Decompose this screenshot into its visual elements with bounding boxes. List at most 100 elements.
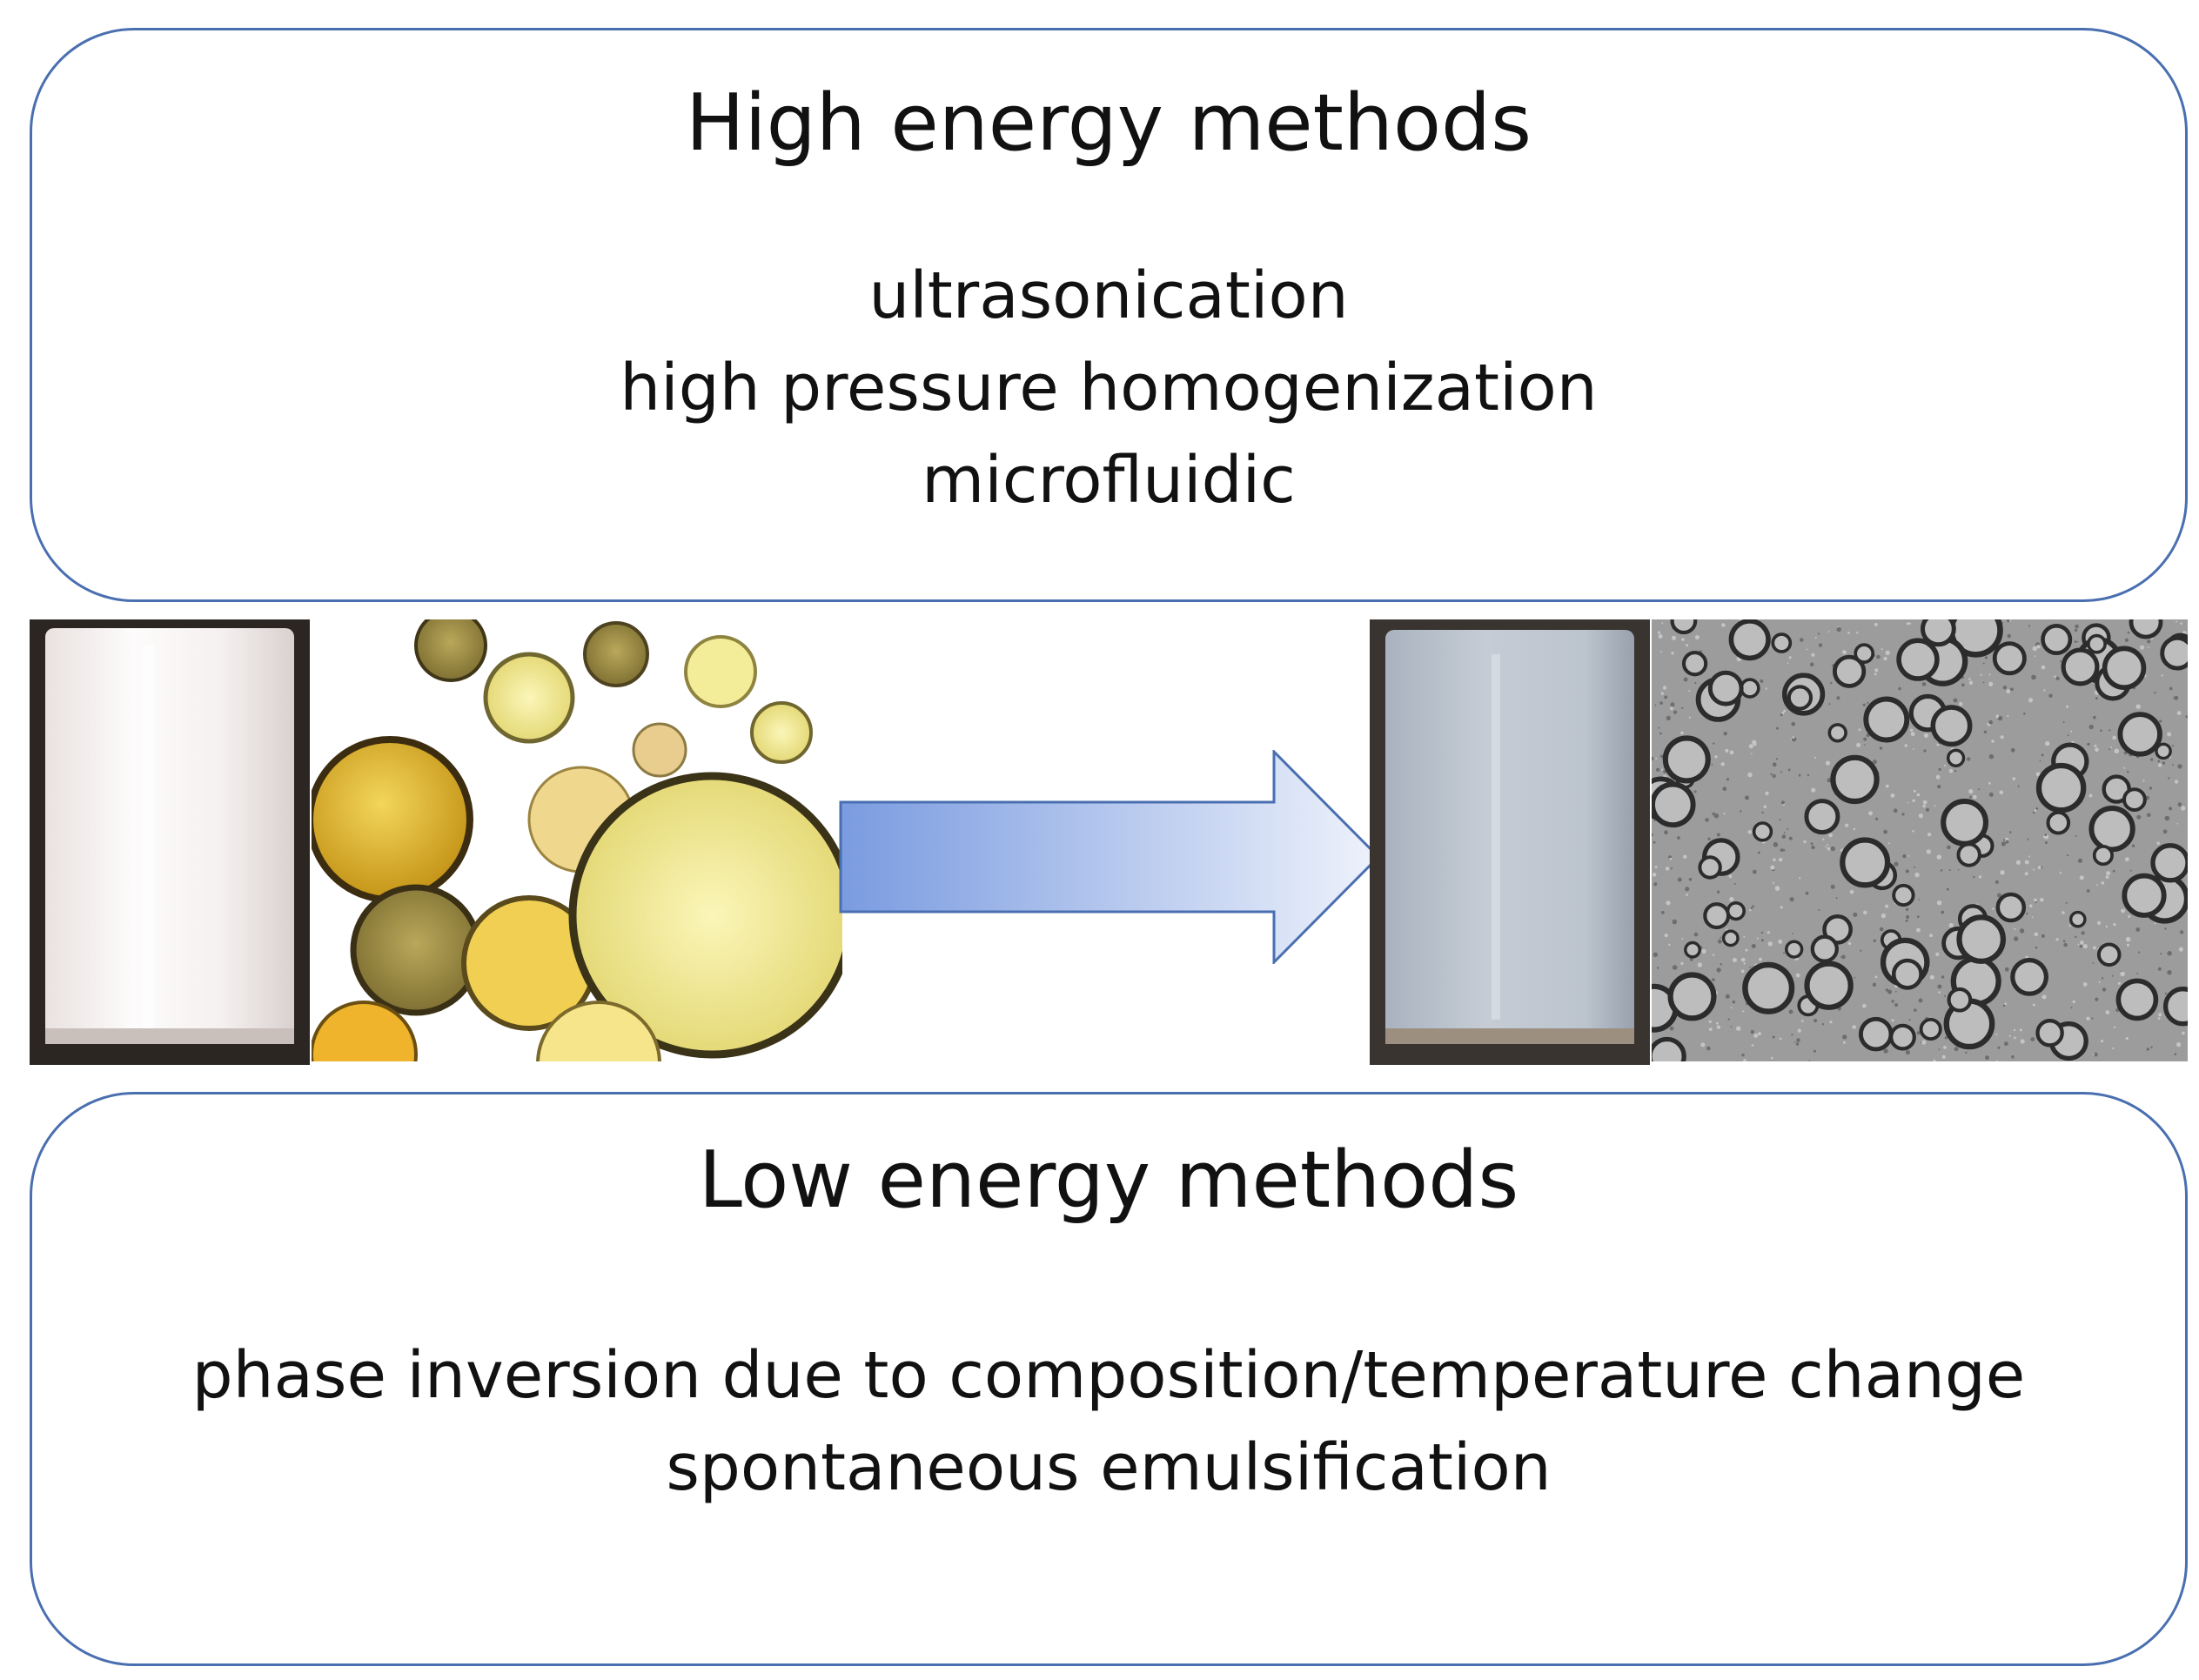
tem-texture-grain	[1729, 750, 1734, 755]
tem-texture-grain	[2091, 1017, 2094, 1020]
tem-texture-grain	[1808, 1060, 1811, 1061]
tem-nanodroplet	[2087, 633, 2107, 654]
tem-texture-grain	[1814, 756, 1817, 759]
tem-nanodroplet	[1787, 685, 1814, 711]
tem-texture-grain	[1965, 1051, 1968, 1054]
tem-texture-grain	[1671, 635, 1677, 640]
tem-texture-grain	[1933, 1059, 1936, 1061]
tem-texture-grain	[1926, 849, 1931, 854]
tem-texture-grain	[1652, 873, 1657, 877]
tem-texture-grain	[1770, 1056, 1773, 1060]
tem-nanodroplet	[2046, 810, 2071, 835]
tem-texture-grain	[1745, 795, 1749, 800]
tem-texture-grain	[2176, 711, 2182, 715]
tem-texture-grain	[1765, 687, 1767, 690]
tem-texture-grain	[1796, 1038, 1800, 1042]
tem-texture-grain	[1836, 626, 1841, 633]
tem-texture-grain	[1973, 875, 1975, 879]
tem-nanodroplet	[1804, 799, 1840, 835]
tem-texture-grain	[2179, 930, 2184, 934]
tem-nanodroplet	[2096, 942, 2122, 967]
tem-texture-grain	[2147, 813, 2151, 817]
tem-texture-grain	[2028, 625, 2031, 627]
tem-texture-grain	[1767, 941, 1773, 947]
tem-texture-grain	[2140, 645, 2144, 650]
tem-texture-grain	[2074, 640, 2077, 643]
tem-texture-grain	[2093, 1054, 2095, 1056]
tem-texture-grain	[1862, 1003, 1867, 1008]
tem-texture-grain	[1991, 740, 1995, 743]
tem-texture-grain	[1977, 788, 1980, 791]
tem-texture-grain	[1917, 915, 1920, 918]
tem-texture-grain	[2160, 953, 2162, 955]
tem-texture-grain	[1665, 867, 1670, 871]
tem-texture-grain	[1743, 1059, 1747, 1061]
tem-texture-grain	[1818, 633, 1820, 635]
tem-texture-grain	[1923, 733, 1929, 738]
tem-texture-grain	[2026, 912, 2028, 915]
tem-texture-grain	[1711, 763, 1713, 766]
tem-texture-grain	[1782, 848, 1786, 852]
tem-texture-grain	[1978, 875, 1982, 879]
tem-texture-grain	[2010, 747, 2015, 753]
tem-texture-grain	[1822, 838, 1825, 840]
tem-texture-grain	[1905, 919, 1908, 922]
tem-texture-grain	[1988, 753, 1995, 760]
tem-texture-grain	[1995, 714, 2000, 719]
tem-texture-grain	[2045, 740, 2050, 746]
tem-texture-grain	[2005, 840, 2009, 844]
tem-texture-grain	[1814, 637, 1817, 639]
tem-texture-grain	[1745, 948, 1748, 952]
tem-texture-grain	[2015, 860, 2021, 865]
tem-texture-grain	[1779, 857, 1783, 862]
tem-texture-grain	[1863, 910, 1867, 915]
tem-nanodroplet	[1662, 735, 1711, 784]
method-phase-inversion: phase inversion due to composition/tempe…	[191, 1338, 2026, 1413]
tem-texture-grain	[1774, 886, 1780, 891]
tem-texture-grain	[2035, 946, 2038, 949]
tem-texture-grain	[1689, 957, 1693, 961]
tem-texture-grain	[1988, 681, 1994, 686]
tem-texture-grain	[1811, 653, 1815, 657]
tem-texture-grain	[2067, 734, 2069, 737]
tem-texture-grain	[2105, 1010, 2110, 1014]
tem-texture-grain	[1716, 967, 1721, 973]
tem-texture-grain	[2079, 945, 2083, 948]
method-high-pressure-homogenization: high pressure homogenization	[620, 351, 1598, 425]
tem-texture-grain	[2002, 1004, 2006, 1007]
tem-texture-grain	[1988, 781, 1991, 785]
tem-texture-grain	[1664, 934, 1668, 938]
tem-texture-grain	[2131, 844, 2135, 847]
tem-texture-grain	[2034, 655, 2036, 658]
tem-nanodroplets-image	[1652, 619, 2188, 1061]
tem-texture-grain	[2109, 746, 2112, 749]
tem-texture-grain	[2169, 686, 2173, 691]
tem-texture-grain	[1741, 957, 1746, 962]
tem-texture-grain	[2180, 622, 2182, 625]
tem-texture-grain	[2105, 875, 2109, 879]
tem-texture-grain	[2075, 834, 2077, 837]
tem-texture-grain	[1750, 753, 1753, 755]
tem-texture-grain	[1827, 844, 1828, 847]
tem-nanodroplet	[2068, 910, 2087, 928]
tem-texture-grain	[2157, 1017, 2161, 1020]
tem-texture-grain	[1944, 1036, 1948, 1040]
tem-texture-grain	[1670, 706, 1673, 711]
tem-texture-grain	[2101, 881, 2105, 885]
tem-texture-grain	[1653, 952, 1658, 957]
tem-nanodroplet	[1721, 929, 1740, 947]
tem-nanodroplet	[1707, 670, 1744, 706]
tem-texture-grain	[1780, 713, 1783, 717]
tem-texture-grain	[1858, 728, 1861, 732]
tem-texture-grain	[2011, 1055, 2015, 1059]
tem-texture-grain	[1940, 869, 1943, 872]
tem-texture-grain	[1938, 991, 1941, 994]
tem-texture-grain	[1716, 890, 1720, 894]
tem-texture-grain	[1827, 847, 1831, 851]
tem-texture-grain	[1809, 662, 1814, 667]
tem-texture-grain	[2079, 875, 2084, 880]
tem-texture-grain	[1923, 749, 1927, 753]
tem-texture-grain	[2150, 1046, 2153, 1048]
tem-texture-grain	[1772, 762, 1777, 767]
tem-texture-grain	[2154, 922, 2156, 925]
